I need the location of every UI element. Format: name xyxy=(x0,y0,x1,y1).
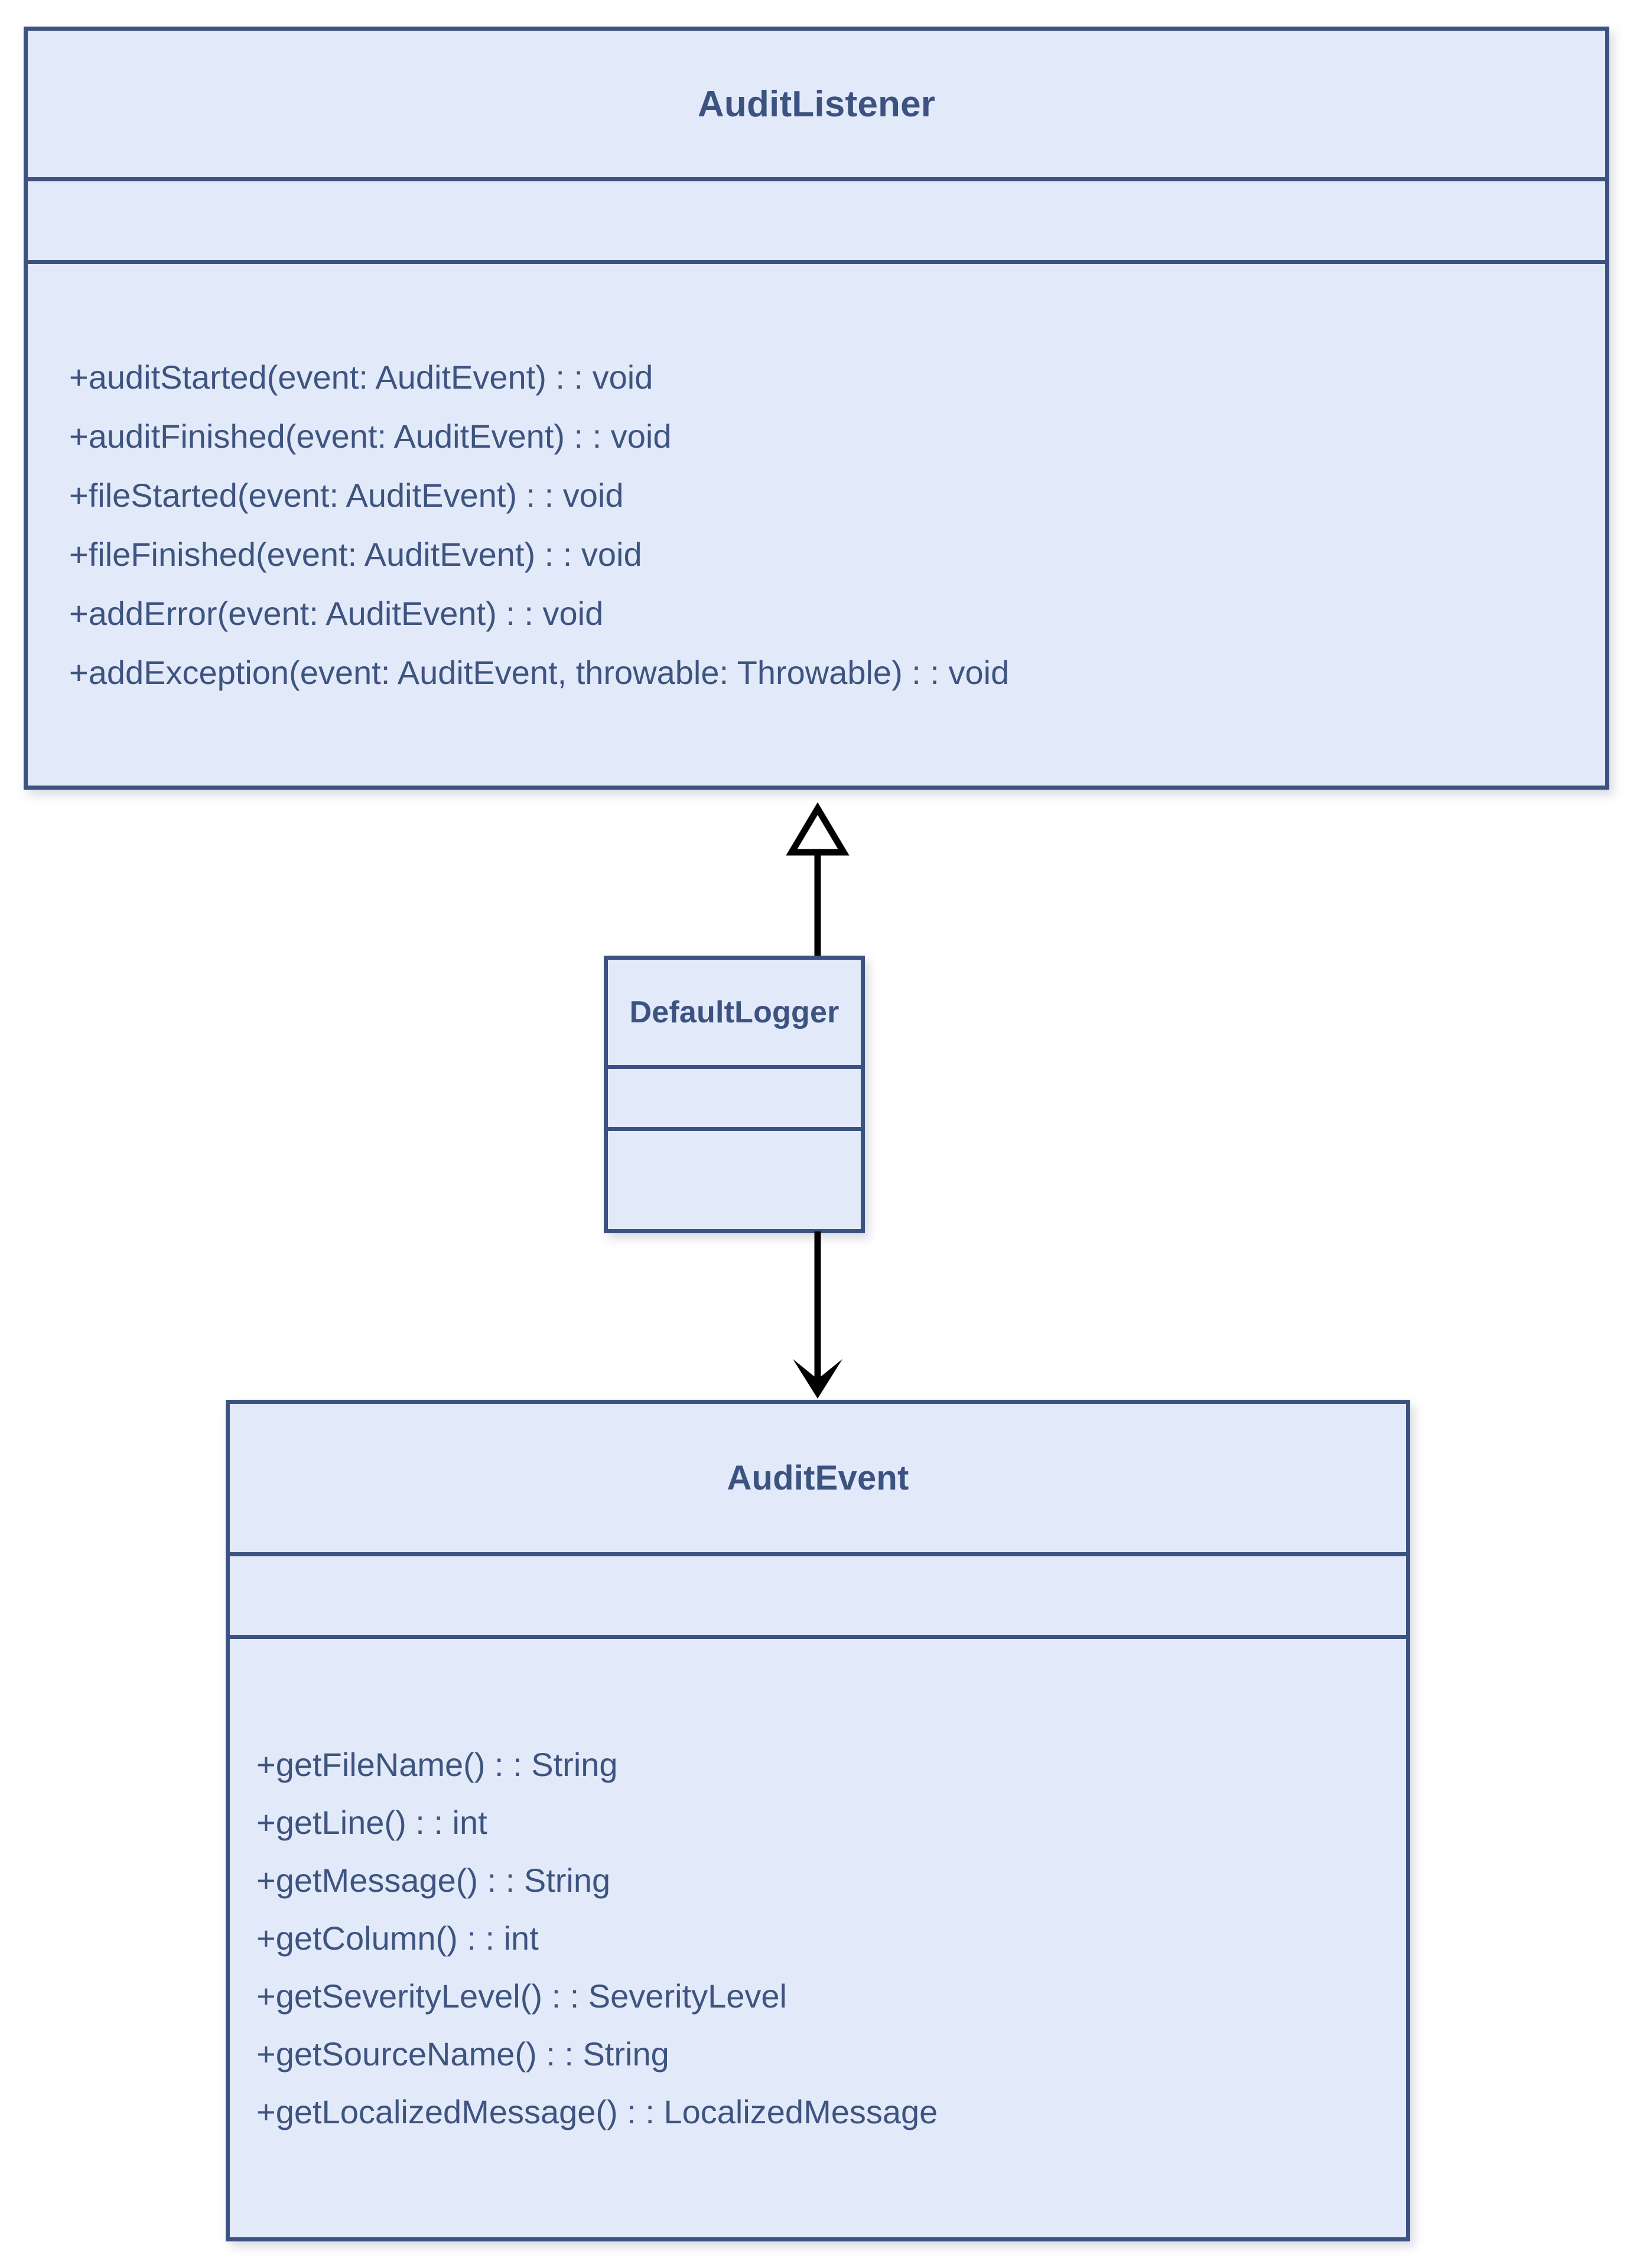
association-connector-defaultlogger-to-auditevent xyxy=(793,1231,842,1399)
class-attributes-auditevent xyxy=(230,1556,1406,1639)
class-attributes-auditlistener xyxy=(28,181,1605,264)
method-row: +fileFinished(event: AuditEvent) : : voi… xyxy=(69,535,642,573)
method-row: +getFileName() : : String xyxy=(256,1745,618,1783)
uml-class-auditevent[interactable]: AuditEvent +getFileName() : : String +ge… xyxy=(226,1400,1410,2241)
method-row: +addException(event: AuditEvent, throwab… xyxy=(69,653,1010,691)
method-row: +auditStarted(event: AuditEvent) : : voi… xyxy=(69,358,653,396)
method-row: +getColumn() : : int xyxy=(256,1919,539,1957)
method-row: +getMessage() : : String xyxy=(256,1861,611,1899)
generalization-connector-defaultlogger-to-auditlistener xyxy=(786,802,850,958)
class-title-auditlistener: AuditListener xyxy=(28,31,1605,181)
class-methods-auditlistener: +auditStarted(event: AuditEvent) : : voi… xyxy=(28,264,1605,786)
class-methods-auditevent: +getFileName() : : String +getLine() : :… xyxy=(230,1639,1406,2237)
uml-class-defaultlogger[interactable]: DefaultLogger xyxy=(604,956,865,1233)
method-row: +getSourceName() : : String xyxy=(256,2035,669,2073)
class-title-defaultlogger: DefaultLogger xyxy=(608,960,861,1069)
method-row: +getLocalizedMessage() : : LocalizedMess… xyxy=(256,2093,938,2130)
uml-class-auditlistener[interactable]: AuditListener +auditStarted(event: Audit… xyxy=(24,27,1609,790)
method-row: +getSeverityLevel() : : SeverityLevel xyxy=(256,1977,787,2015)
method-row: +addError(event: AuditEvent) : : void xyxy=(69,594,604,632)
class-title-auditevent: AuditEvent xyxy=(230,1404,1406,1556)
method-row: +fileStarted(event: AuditEvent) : : void xyxy=(69,476,624,514)
method-row: +getLine() : : int xyxy=(256,1803,487,1841)
class-methods-defaultlogger xyxy=(608,1131,861,1229)
class-attributes-defaultlogger xyxy=(608,1069,861,1131)
method-row: +auditFinished(event: AuditEvent) : : vo… xyxy=(69,417,672,455)
